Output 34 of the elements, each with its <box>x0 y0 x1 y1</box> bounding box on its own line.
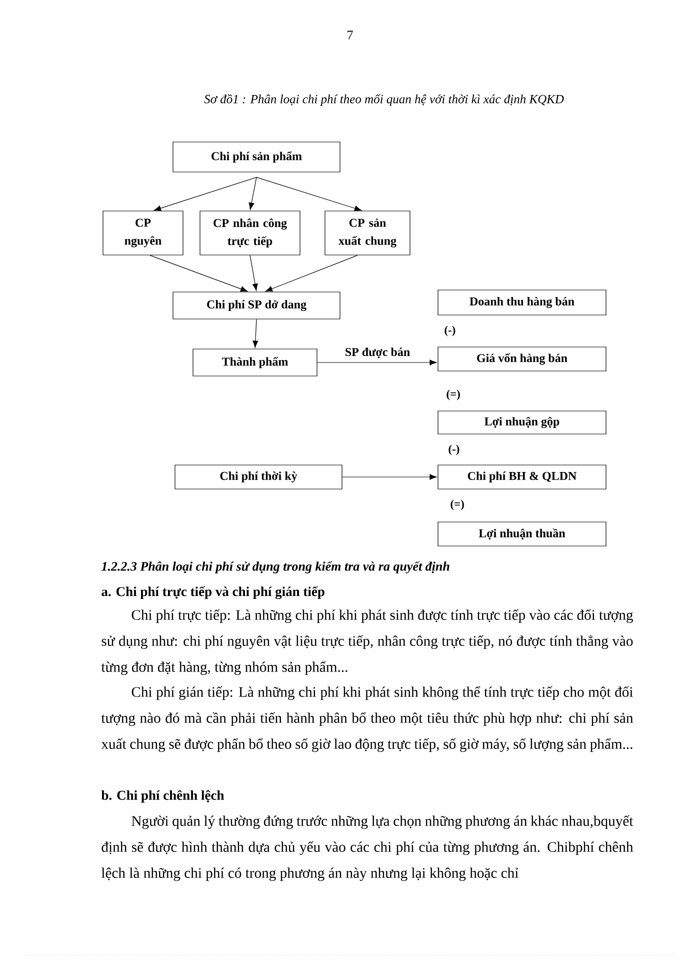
process-box: Lợi nhuận gộp <box>438 410 606 434</box>
process-box: Chi phí BH & QLDN <box>438 464 606 490</box>
paragraph: Chi phí trực tiếp: Là những chi phí khi phát sinh được tính trực tiếp vào các đối tượng sử dụng như: chi phí nguyên vật liệu trực tiếp, nhân công trực tiếp, nó được tính thẳng vào từng đơn đặt hàng, từng nhóm sản phẩm... <box>101 609 633 675</box>
paragraph: Chi phí gián tiếp: Là những chi phí khi phát sinh không thể tính trực tiếp cho một đối tượng nào đó mà cần phải tiến hành phân bổ theo một tiêu thức phù hợp như: chi phí sản xuất chung sẽ được phẩn bổ theo số giờ lao động trực tiếp, số giờ máy, số lượng sản phẩm... <box>101 686 634 752</box>
arrow <box>250 255 258 291</box>
process-box: Doanh thu hàng bán <box>438 290 606 316</box>
operator-label: (=) <box>446 390 460 400</box>
process-box: Lợi nhuận thuần <box>438 522 606 546</box>
edge-label: SP được bán <box>344 346 412 360</box>
operator-label: (-) <box>448 444 460 456</box>
page-number: 7 <box>348 30 353 40</box>
arrow <box>256 177 362 212</box>
paragraph: Người quản lý thường đứng trước những lựa chọn những phương án khác nhau,bquyết định sẽ được hình thành dựa chủ yếu vào các chi phí của từng phương án. Chibphí chênh lệch là những chi phí có trong phương án này nhưng lại không hoặc chỉ <box>102 815 634 881</box>
process-box: Chi phí sản phẩm <box>172 142 340 172</box>
process-box: CP nhân công trực tiếp <box>200 210 300 256</box>
process-box: Giá vốn hàng bán <box>438 346 606 372</box>
section-heading: b. Chi phí chênh lệch <box>101 790 224 803</box>
operator-label: (-) <box>444 326 456 336</box>
operator-label: (=) <box>450 500 464 510</box>
diagram-title: Sơ đồ1 : Phân loại chi phí theo mối quan hệ với thời kì xác định KQKD <box>204 94 564 106</box>
arrow <box>150 255 248 292</box>
process-box: Chi phí SP dở dang <box>172 292 340 320</box>
arrow <box>154 177 257 211</box>
process-box: CP sản xuất chung <box>324 210 410 256</box>
arrow <box>342 474 437 480</box>
process-box: CP nguyên <box>102 210 184 256</box>
arrow <box>317 360 437 366</box>
arrow <box>252 319 258 348</box>
arrow <box>265 255 358 292</box>
process-box: Chi phí thời kỳ <box>174 464 342 490</box>
arrow <box>248 177 257 210</box>
section-heading: 1.2.2.3 Phân loại chi phí sử dụng trong kiểm tra và ra quyết định <box>102 561 450 574</box>
process-box: Thành phẩm <box>192 348 318 376</box>
section-heading: a. Chi phí trực tiếp và chi phí gián tiếp <box>102 586 324 599</box>
